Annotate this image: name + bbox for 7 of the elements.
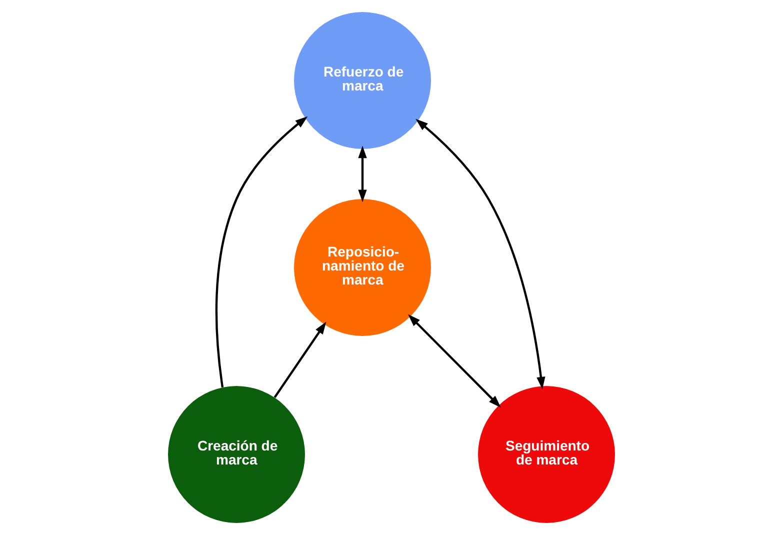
node-circle: Creación de marca [168,386,305,523]
arrow [215,116,308,388]
node-circle: Seguimiento de marca [478,386,615,523]
arrow [274,322,326,398]
arrow [416,118,546,390]
arrow [358,146,367,202]
arrow [408,314,501,408]
